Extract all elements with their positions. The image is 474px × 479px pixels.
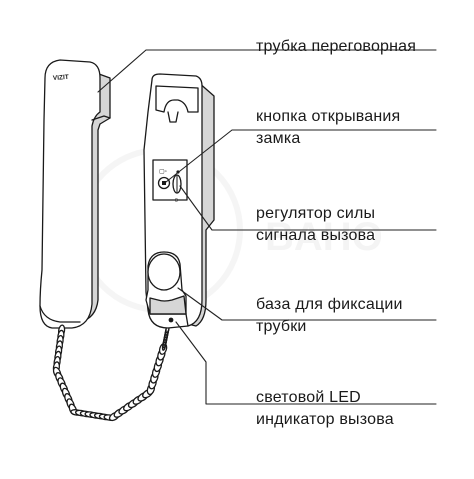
base-unit: ▢▫ 0 xyxy=(143,73,215,329)
callout-led-line1: световой LED xyxy=(256,389,361,406)
leader-lines xyxy=(97,49,437,405)
callout-volume-regulator-line1: регулятор силы xyxy=(256,205,376,222)
callout-volume-regulator: регулятор силы сигнала вызова xyxy=(256,203,375,247)
svg-text:0: 0 xyxy=(175,198,178,204)
callout-led: световой LED индикатор вызова xyxy=(256,387,394,431)
svg-text:BAHO: BAHO xyxy=(265,215,383,259)
leader-unlock-button xyxy=(165,129,437,183)
leader-handset xyxy=(97,49,437,93)
control-panel xyxy=(152,159,188,201)
coiled-cord xyxy=(52,315,171,422)
leader-led xyxy=(175,321,437,405)
led-indicator xyxy=(168,317,174,323)
callout-unlock-button-line1: кнопка открывания xyxy=(256,108,401,125)
leader-volume-regulator xyxy=(179,185,437,231)
callout-volume-regulator-line2: сигнала вызова xyxy=(256,227,376,244)
callout-handset: трубка переговорная xyxy=(256,36,416,58)
svg-text:▢▫: ▢▫ xyxy=(159,169,167,175)
callout-cradle-line1: база для фиксации xyxy=(256,296,403,313)
callout-cradle-line2: трубки xyxy=(256,318,307,335)
callout-unlock-button: кнопка открывания замка xyxy=(256,106,400,150)
leader-cradle xyxy=(177,287,437,321)
callout-handset-line1: трубка переговорная xyxy=(256,38,417,55)
callout-led-line2: индикатор вызова xyxy=(256,411,394,428)
callout-cradle: база для фиксации трубки xyxy=(256,294,403,338)
handset: VIZIT xyxy=(39,59,111,329)
brand-logo: VIZIT xyxy=(53,74,69,82)
callout-unlock-button-line2: замка xyxy=(256,130,301,147)
